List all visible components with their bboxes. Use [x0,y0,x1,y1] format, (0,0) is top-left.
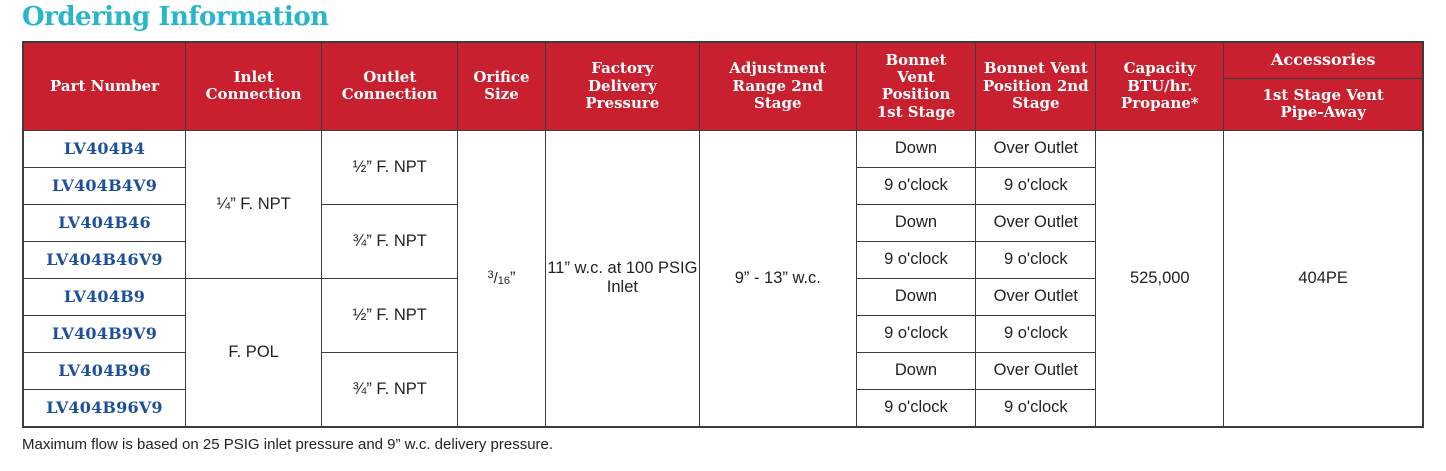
ordering-information-table-wrap: Part Number Inlet Connection Outlet Conn… [22,41,1424,428]
orifice-size-denominator: 16 [497,274,510,287]
table-header: Part Number Inlet Connection Outlet Conn… [22,41,1424,131]
table-row: LV404B96V9 9 o'clock 9 o'clock [22,388,1423,427]
part-number-cell: LV404B46 [22,203,187,242]
bonnet-vent-1st-cell: 9 o'clock [855,240,977,279]
header-part-number: Part Number [22,41,187,131]
header-accessories: Accessories [1223,41,1424,79]
outlet-connection-cell: ½” F. NPT [321,129,459,205]
bonnet-vent-2nd-cell: Over Outlet [975,203,1097,242]
orifice-size-cell: 3/16” [457,129,546,427]
header-bonnet-vent-2nd: Bonnet Vent Position 2nd Stage [975,41,1097,131]
header-accessories-sub: 1st Stage Vent Pipe-Away [1223,77,1424,131]
orifice-size-numerator: 3 [487,268,494,281]
header-row-sub: 1st Stage Vent Pipe-Away [23,77,1424,131]
header-part-number-label: Part Number [49,76,160,95]
part-number-cell: LV404B96 [22,351,187,390]
header-row: Part Number Inlet Connection Outlet Conn… [22,41,1424,131]
part-number-cell: LV404B4 [22,129,187,168]
accessories-cell: 404PE [1223,129,1424,427]
orifice-size-value: 3/16 [487,268,510,287]
header-outlet-connection: Outlet Connection [321,41,459,131]
part-number-cell: LV404B9 [22,277,187,316]
header-adjustment-range: Adjustment Range 2nd Stage [699,41,857,131]
table-row: LV404B4V9 9 o'clock 9 o'clock [22,166,1423,205]
footnote: Maximum flow is based on 25 PSIG inlet p… [22,436,554,453]
table-row: LV404B96 ¾” F. NPT Down Over Outlet [22,351,1423,427]
header-bonnet-vent-1st-label: Bonnet Vent Position 1st Stage [876,50,956,121]
table-body: LV404B4 ¼” F. NPT ½” F. NPT 3/16” 11” w.… [22,129,1424,427]
outlet-connection-cell: ½” F. NPT [321,277,459,353]
outlet-connection-cell: ¾” F. NPT [321,203,459,279]
header-orifice-size: Orifice Size [457,41,546,131]
part-number-cell: LV404B4V9 [22,166,187,205]
header-factory-delivery-pressure-label: Factory Delivery Pressure [585,59,660,112]
part-number-cell: LV404B9V9 [22,314,187,353]
bonnet-vent-2nd-cell: Over Outlet [975,129,1097,168]
header-adjustment-range-label: Adjustment Range 2nd Stage [729,59,827,112]
table-row: LV404B46V9 9 o'clock 9 o'clock [22,240,1423,279]
bonnet-vent-2nd-cell: 9 o'clock [975,314,1097,353]
header-capacity: Capacity BTU/hr. Propane* [1095,41,1225,131]
bonnet-vent-2nd-cell: 9 o'clock [975,166,1097,205]
bonnet-vent-1st-cell: Down [855,203,977,242]
bonnet-vent-1st-cell: Down [855,351,977,390]
inlet-connection-cell: ¼” F. NPT [185,129,323,279]
ordering-information-table: Part Number Inlet Connection Outlet Conn… [22,41,1424,428]
header-inlet-connection-label: Inlet Connection [205,68,302,104]
page-title: Ordering Information [22,2,329,32]
header-bonnet-vent-1st: Bonnet Vent Position 1st Stage [855,41,977,131]
bonnet-vent-1st-cell: 9 o'clock [855,388,977,427]
table-row: LV404B46 ¾” F. NPT Down Over Outlet [22,203,1423,279]
factory-delivery-pressure-cell: 11” w.c. at 100 PSIG Inlet [544,129,701,427]
bonnet-vent-2nd-cell: 9 o'clock [975,388,1097,427]
bonnet-vent-1st-cell: 9 o'clock [855,166,977,205]
header-inlet-connection: Inlet Connection [185,41,323,131]
bonnet-vent-1st-cell: 9 o'clock [855,314,977,353]
part-number-cell: LV404B46V9 [22,240,187,279]
header-bonnet-vent-2nd-label: Bonnet Vent Position 2nd Stage [983,59,1089,112]
bonnet-vent-2nd-cell: Over Outlet [975,351,1097,390]
bonnet-vent-1st-cell: Down [855,129,977,168]
inlet-connection-cell: F. POL [185,277,323,427]
outlet-connection-cell: ¾” F. NPT [321,351,459,427]
header-capacity-label: Capacity BTU/hr. Propane* [1120,59,1199,112]
adjustment-range-cell: 9” - 13” w.c. [699,129,857,427]
header-factory-delivery-pressure: Factory Delivery Pressure [544,41,701,131]
table-row: LV404B9 F. POL ½” F. NPT Down Over Outle… [22,277,1423,427]
part-number-cell: LV404B96V9 [22,388,187,427]
header-outlet-connection-label: Outlet Connection [341,68,438,104]
orifice-size-unit: ” [510,268,516,287]
header-orifice-size-label: Orifice Size [473,68,530,104]
header-accessories-sub-label: 1st Stage Vent Pipe-Away [1262,85,1384,121]
table-row: LV404B4 ¼” F. NPT ½” F. NPT 3/16” 11” w.… [22,129,1424,427]
capacity-cell: 525,000 [1095,129,1225,427]
bonnet-vent-1st-cell: Down [855,277,977,316]
bonnet-vent-2nd-cell: 9 o'clock [975,240,1097,279]
header-accessories-label: Accessories [1270,50,1376,70]
bonnet-vent-2nd-cell: Over Outlet [975,277,1097,316]
